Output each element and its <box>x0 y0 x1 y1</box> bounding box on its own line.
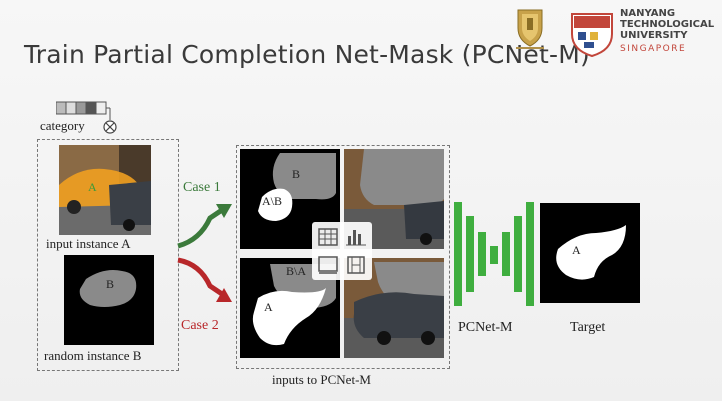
input-instance-a-label: input instance A <box>46 236 131 251</box>
film-icon[interactable] <box>344 254 368 276</box>
pcnet-m-label: PCNet-M <box>458 320 513 335</box>
case-1-label: Case 1 <box>183 180 221 195</box>
target-label: Target <box>570 320 606 335</box>
input-instances-box <box>37 139 179 371</box>
input-instance-a-image <box>59 145 151 235</box>
case-arrows <box>177 204 232 302</box>
ntu-singapore: SINGAPORE <box>620 44 687 54</box>
case-2-label: Case 2 <box>181 318 219 333</box>
ntu-name: NANYANG TECHNOLOGICAL UNIVERSITY <box>620 8 714 41</box>
media-insert-toolbar <box>312 222 372 280</box>
bar-chart-icon[interactable] <box>344 226 368 248</box>
pcnet-network-diagram <box>454 202 534 306</box>
case-1-a-minus-b-tag: A\B <box>262 194 283 208</box>
ntu-line-1: NANYANG <box>620 8 676 19</box>
inputs-to-pcnet-label: inputs to PCNet-M <box>272 372 371 387</box>
random-instance-b-label: random instance B <box>44 348 142 363</box>
instance-b-tag: B <box>106 277 115 291</box>
ntu-line-3: UNIVERSITY <box>620 30 688 41</box>
cuhk-logo <box>516 9 544 49</box>
target-mask <box>540 203 640 303</box>
ntu-logo <box>571 13 613 58</box>
table-icon[interactable] <box>316 226 340 248</box>
case-2-image <box>344 258 444 358</box>
instance-a-tag: A <box>88 180 97 194</box>
target-a-tag: A <box>572 243 581 257</box>
pcnet-inputs-box <box>236 145 450 369</box>
case-2-a-tag: A <box>264 300 273 314</box>
slide-title: Train Partial Completion Net-Mask (PCNet… <box>24 40 590 69</box>
random-instance-b-mask <box>64 255 154 345</box>
case-1-b-tag: B <box>292 167 301 181</box>
screen-icon[interactable] <box>316 254 340 276</box>
category-label: category <box>40 118 85 133</box>
category-selector-icon <box>56 101 117 134</box>
ntu-line-2: TECHNOLOGICAL <box>620 19 715 30</box>
case-2-b-minus-a-tag: B\A <box>286 264 307 278</box>
